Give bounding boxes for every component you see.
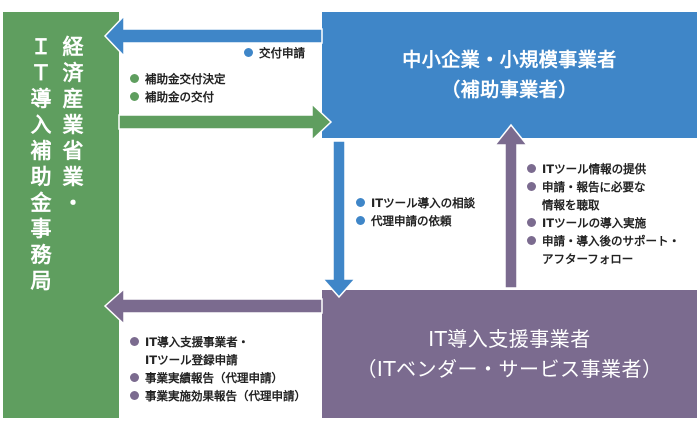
bullet-icon <box>527 164 536 173</box>
note-item: ITツール情報の提供 <box>527 160 680 178</box>
note-item: 交付申請 <box>244 44 305 62</box>
note-item: 補助金の交付 <box>130 88 226 106</box>
notes-sme-to-vendor: ITツール導入の相談 代理申請の依頼 <box>356 194 475 230</box>
bullet-icon <box>130 337 139 346</box>
note-item: 代理申請の依頼 <box>356 212 475 230</box>
vendor-box: IT導入支援事業者 （ITベンダー・サービス事業者） <box>322 290 697 418</box>
note-item: 申請・導入後のサポート・ アフターフォロー <box>527 232 680 268</box>
bullet-icon <box>527 236 536 245</box>
bullet-icon <box>130 391 139 400</box>
sme-subtitle: （補助事業者） <box>441 79 578 101</box>
bullet-icon <box>130 74 139 83</box>
bullet-icon <box>130 373 139 382</box>
arrow-sme-to-vendor <box>321 140 357 299</box>
bullet-icon <box>356 216 365 225</box>
note-item: 事業実施効果報告（代理申請） <box>130 387 306 405</box>
government-name-line1: 経 済 産 業 省 業 ・ <box>62 35 84 215</box>
note-item: IT導入支援事業者・ ITツール登録申請 <box>130 333 306 369</box>
vendor-subtitle: （ITベンダー・サービス事業者） <box>356 357 663 381</box>
note-item: 申請・報告に必要な 情報を聴取 <box>527 178 680 214</box>
sme-box: 中小企業・小規模事業者 （補助事業者） <box>322 12 697 138</box>
note-item: 補助金交付決定 <box>130 70 226 88</box>
vendor-title: IT導入支援事業者 <box>428 327 591 351</box>
note-item: ITツールの導入実施 <box>527 214 680 232</box>
notes-vendor-to-gov: IT導入支援事業者・ ITツール登録申請 事業実績報告（代理申請） 事業実施効果… <box>130 333 306 405</box>
arrow-vendor-to-sme <box>493 123 529 289</box>
arrow-vendor-to-gov <box>103 287 323 326</box>
government-name-line2: Ｉ Ｔ 導 入 補 助 金 事 務 局 <box>30 35 52 293</box>
arrow-gov-to-sme <box>118 102 333 142</box>
notes-gov-to-sme: 補助金交付決定 補助金の交付 <box>130 70 226 106</box>
bullet-icon <box>244 48 253 57</box>
bullet-icon <box>527 218 536 227</box>
sme-title: 中小企業・小規模事業者 <box>402 49 617 71</box>
bullet-icon <box>356 198 365 207</box>
note-item: ITツール導入の相談 <box>356 194 475 212</box>
bullet-icon <box>130 92 139 101</box>
arrow-sme-to-gov <box>103 14 323 58</box>
notes-vendor-to-sme: ITツール情報の提供 申請・報告に必要な 情報を聴取 ITツールの導入実施 申請… <box>527 160 680 268</box>
bullet-icon <box>527 182 536 191</box>
note-item: 事業実績報告（代理申請） <box>130 369 306 387</box>
government-office-box: 経 済 産 業 省 業 ・ Ｉ Ｔ 導 入 補 助 金 事 務 局 <box>3 12 119 418</box>
notes-sme-to-gov: 交付申請 <box>244 44 305 62</box>
